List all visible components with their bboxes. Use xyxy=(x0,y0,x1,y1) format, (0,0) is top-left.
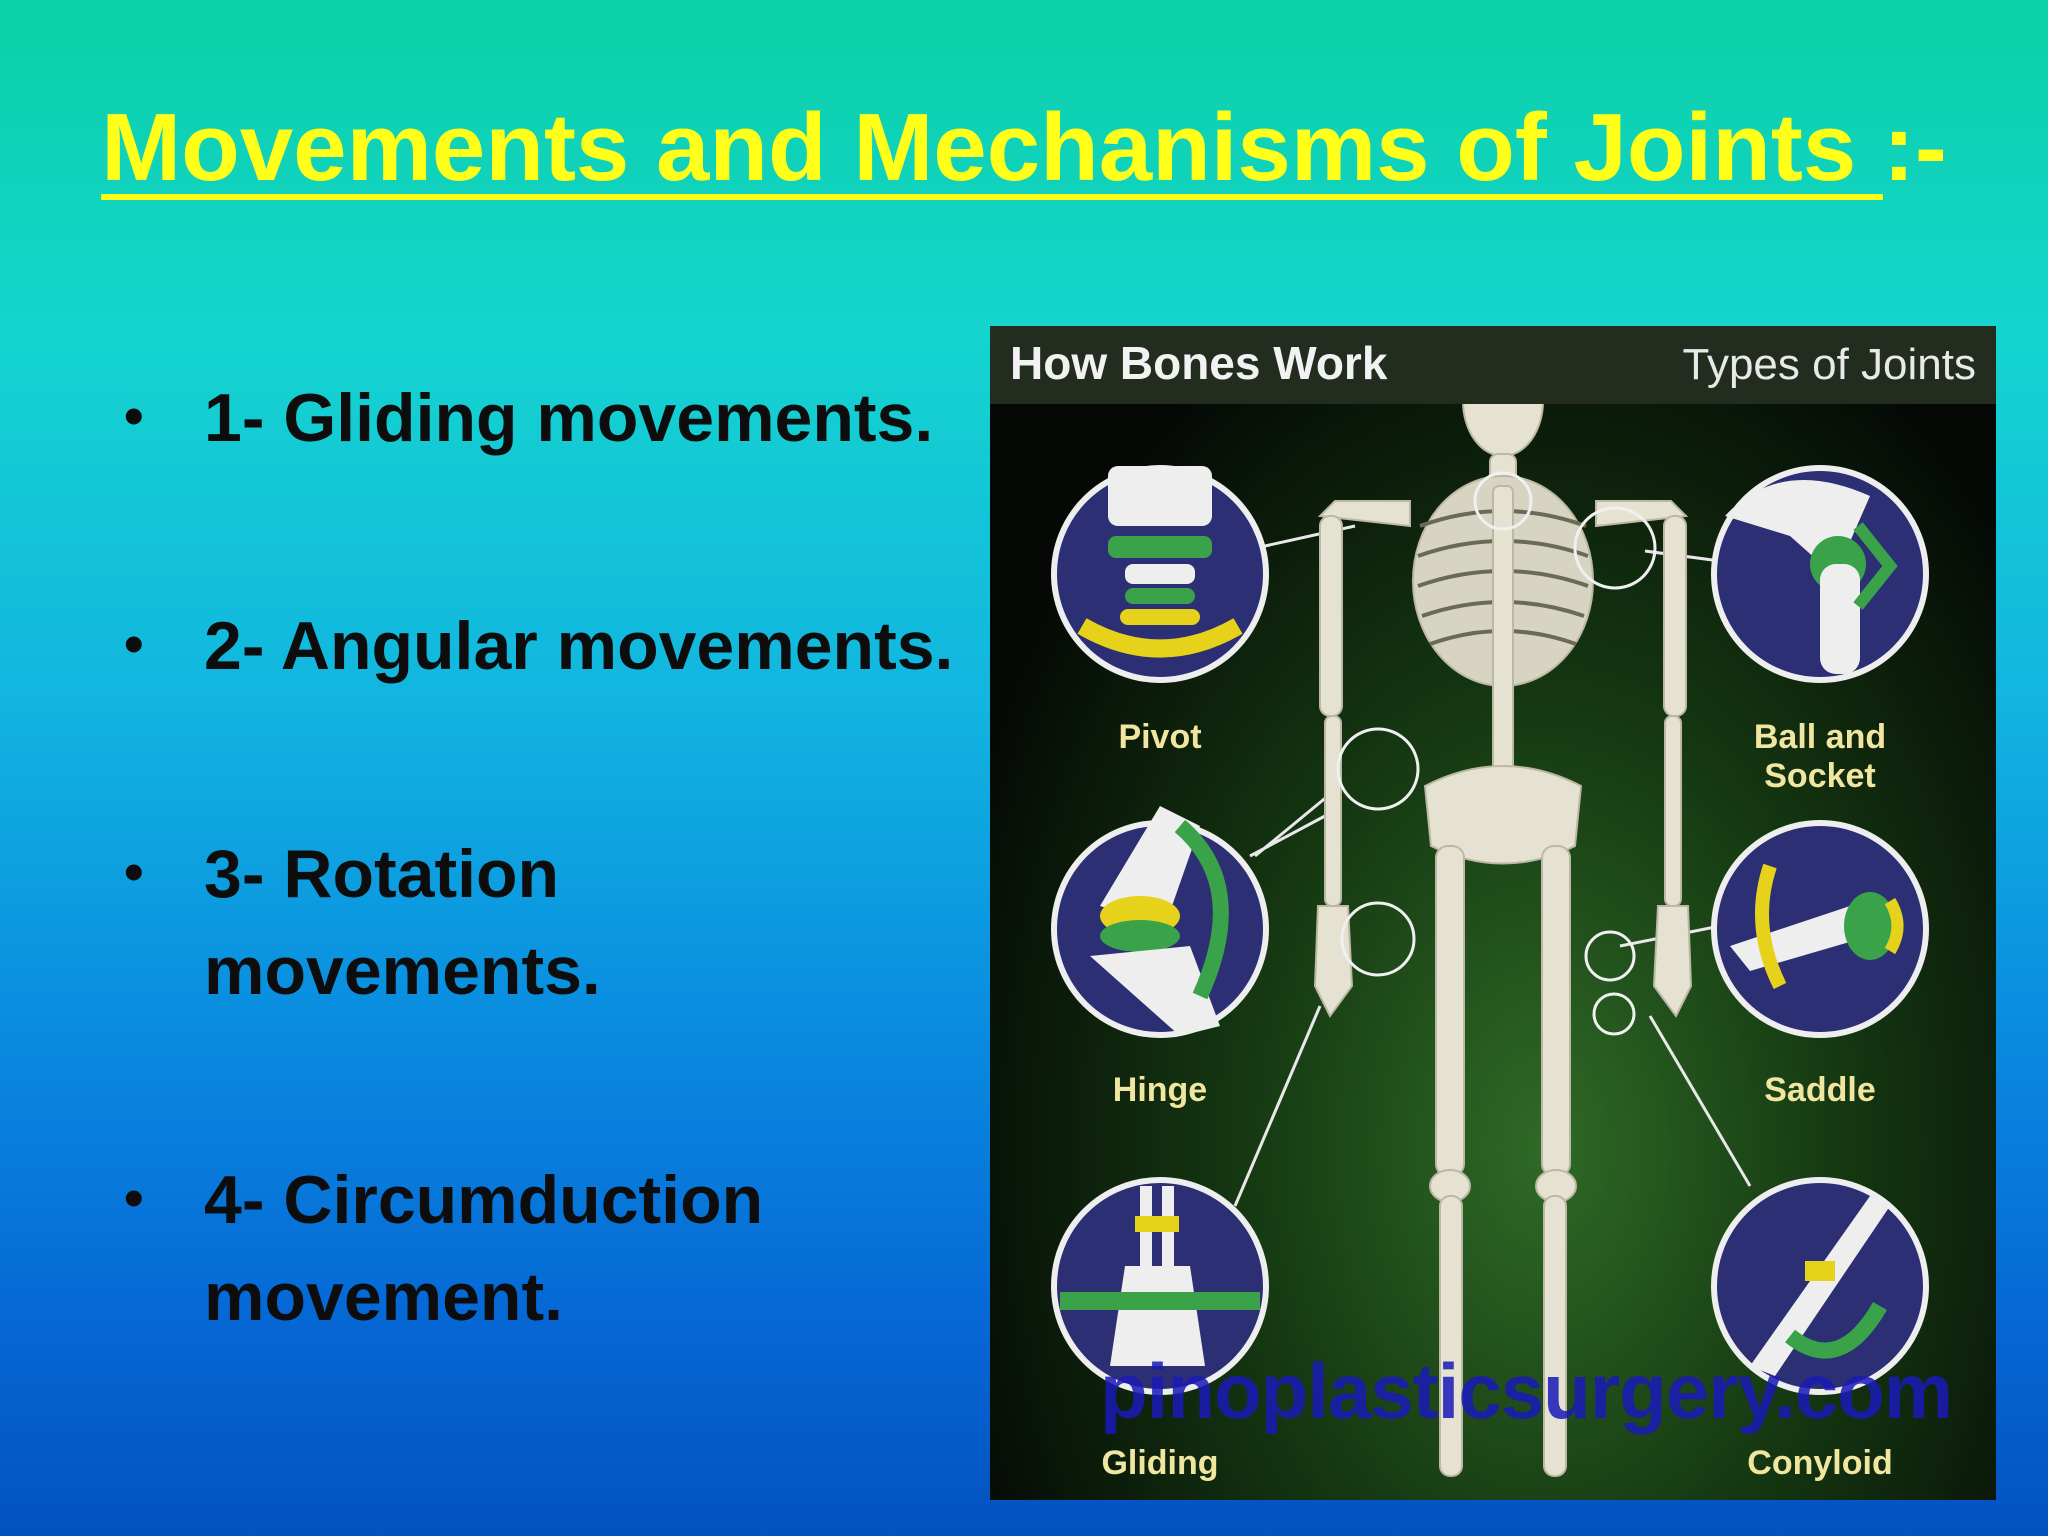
bullet-text: 1- Gliding movements. xyxy=(204,380,934,456)
bullet-marker: • xyxy=(124,384,144,447)
bullet-marker: • xyxy=(124,612,144,675)
bullet-marker: • xyxy=(124,1166,144,1229)
bullet-text: 4- Circumduction movement. xyxy=(204,1162,764,1335)
slide-title-text: Movements and Mechanisms of Joints xyxy=(101,94,1883,201)
bullet-text: 3- Rotation movements. xyxy=(204,836,601,1009)
skeleton-drawing xyxy=(1051,345,1929,1477)
bullet-item: • 1- Gliding movements. xyxy=(120,370,990,467)
joints-illustration: How Bones Work Types of Joints Pivot Bal… xyxy=(990,326,1996,1500)
bullet-text: 2- Angular movements. xyxy=(204,608,954,684)
figure-header-left: How Bones Work xyxy=(1010,337,1388,389)
joint-markers xyxy=(1336,471,1657,1036)
figure-header-right: Types of Joints xyxy=(1682,340,1976,389)
detail-circles xyxy=(1051,465,1929,1395)
bullet-item: • 4- Circumduction movement. xyxy=(120,1152,820,1345)
label-condyloid: Conyloid xyxy=(1747,1444,1893,1482)
bullet-item: • 3- Rotation movements. xyxy=(120,826,640,1019)
label-saddle: Saddle xyxy=(1764,1071,1876,1109)
skeleton xyxy=(1313,345,1693,1477)
slide-title: Movements and Mechanisms of Joints :- xyxy=(0,95,2048,201)
label-gliding: Gliding xyxy=(1101,1444,1219,1482)
bullet-marker: • xyxy=(124,840,144,903)
watermark: pinoplasticsurgery.com xyxy=(1100,1347,1953,1435)
bullet-item: • 2- Angular movements. xyxy=(120,598,990,695)
slide-title-suffix: :- xyxy=(1882,94,1947,201)
label-hinge: Hinge xyxy=(1112,1071,1208,1109)
figure-header: How Bones Work Types of Joints xyxy=(990,326,1996,404)
label-pivot: Pivot xyxy=(1118,718,1202,756)
label-ball-and-socket: Ball and Socket xyxy=(1753,718,1887,795)
